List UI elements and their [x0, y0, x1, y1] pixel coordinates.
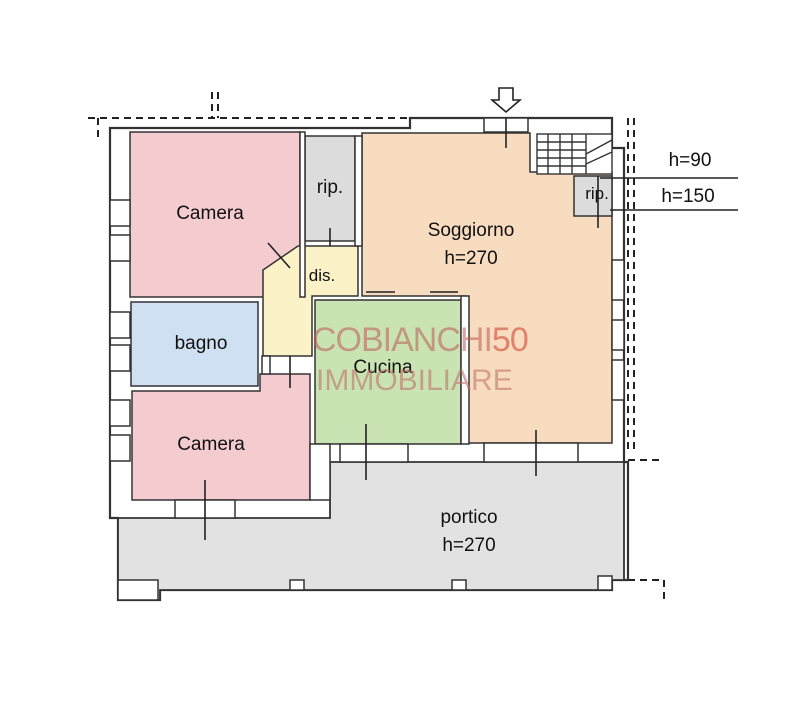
- dashed-outline: [88, 92, 665, 600]
- watermark-line1: COBIANCHI50: [312, 321, 528, 359]
- staircase: [536, 133, 613, 175]
- room-cucina: [314, 299, 462, 445]
- room-rip-stairs: [573, 175, 613, 217]
- label-rip-small: rip.: [317, 177, 343, 198]
- label-bagno: bagno: [175, 333, 228, 354]
- label-cucina: Cucina: [353, 357, 413, 378]
- watermark-logo: COBIANCHI50 IMMOBILIARE: [312, 321, 529, 397]
- entrance-arrow-icon: [489, 87, 523, 114]
- label-h150: h=150: [661, 186, 714, 207]
- room-soggiorno: [361, 132, 613, 444]
- room-bagno: [130, 301, 259, 387]
- label-soggiorno: Soggiorno: [428, 220, 515, 241]
- label-camera-bottom: Camera: [177, 434, 245, 455]
- height-lines: [600, 177, 738, 211]
- portico-piers: [117, 575, 613, 601]
- label-portico-height: h=270: [442, 535, 495, 556]
- watermark-line2: IMMOBILIARE: [316, 364, 513, 397]
- label-soggiorno-height: h=270: [444, 248, 497, 269]
- interior-walls: [261, 131, 470, 501]
- room-disimpegno: [262, 245, 359, 357]
- label-portico: portico: [440, 507, 497, 528]
- label-dis: dis.: [309, 266, 335, 285]
- watermark-main: COBIANCHI: [312, 321, 492, 359]
- label-rip-stairs: rip.: [585, 184, 609, 203]
- windows: [109, 117, 625, 519]
- watermark-number: 50: [492, 321, 528, 359]
- label-h90: h=90: [669, 150, 712, 171]
- label-camera-top: Camera: [176, 203, 244, 224]
- door-marks: [204, 118, 599, 540]
- room-camera-bottom: [131, 373, 311, 501]
